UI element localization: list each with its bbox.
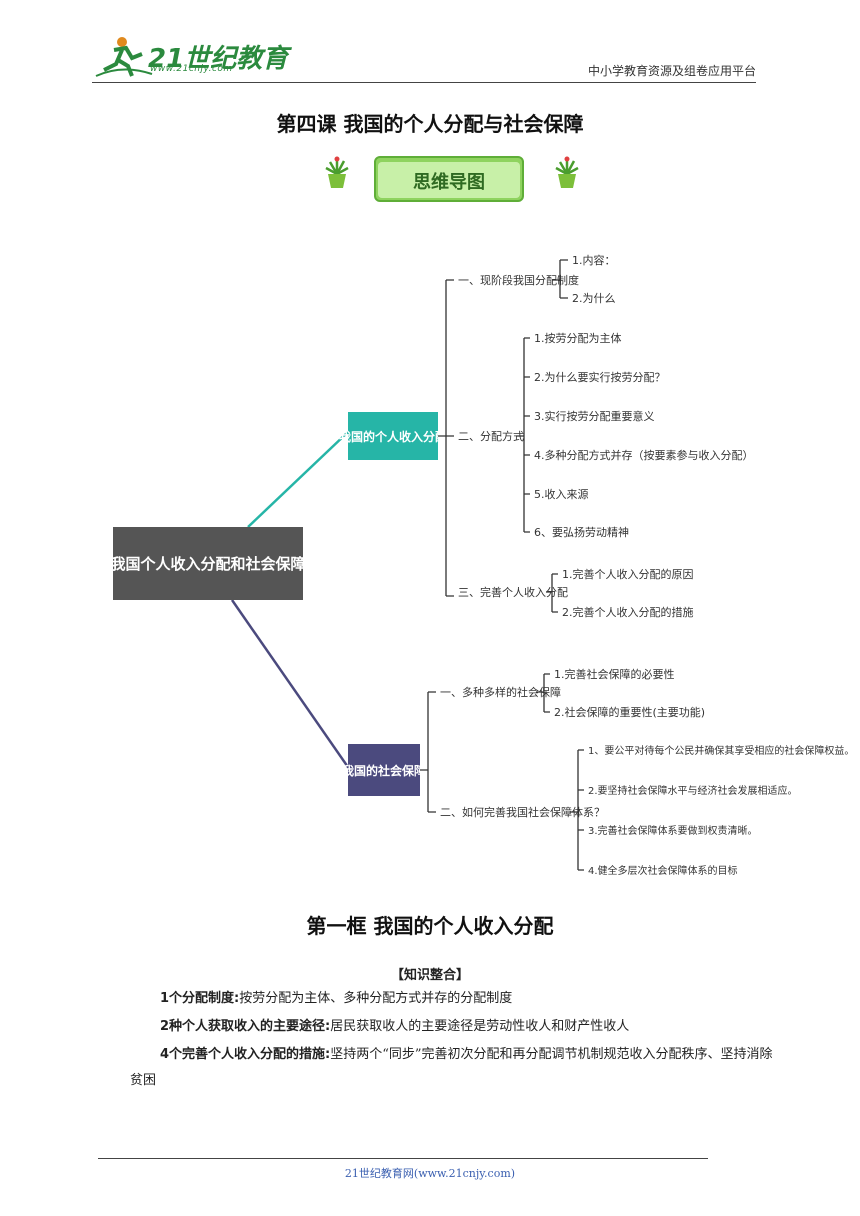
b2-sub1-item: 2.社会保障的重要性(主要功能): [554, 705, 705, 719]
b1-sub1-label: 一、现阶段我国分配制度: [458, 273, 579, 287]
b1-sub2-label: 二、分配方式: [458, 429, 524, 443]
b1-sub3-label: 三、完善个人收入分配: [458, 585, 568, 599]
logo-runner-icon: [95, 37, 153, 77]
b1-sub2-item: 6、要弘扬劳动精神: [534, 525, 629, 539]
page-title: 第四课 我国的个人分配与社会保障: [276, 112, 584, 136]
logo-url: www.21cnjy.com: [150, 64, 233, 74]
para-label: 4个完善个人收入分配的措施:: [160, 1047, 331, 1062]
root-node-label: 我国个人收入分配和社会保障: [110, 555, 305, 573]
connector-branch2: [230, 599, 352, 771]
header-divider: [92, 82, 756, 83]
knowledge-heading: 【知识整合】: [390, 968, 469, 983]
connector-branch1: [247, 431, 349, 528]
mindmap-banner-text: 思维导图: [413, 172, 485, 193]
mind-map: 我国个人收入分配和社会保障 我国的个人收入分配 一、现阶段我国分配制度 二、分配…: [110, 253, 854, 877]
logo-text: 21世纪教育: [148, 44, 289, 74]
branch2-label: 我国的社会保障: [342, 763, 426, 778]
header-platform-name: 中小学教育资源及组卷应用平台: [587, 64, 756, 78]
knowledge-paragraph: 4个完善个人收入分配的措施:坚持两个“同步”完善初次分配和再分配调节机制规范收入…: [130, 1042, 780, 1094]
b2-sub2-label: 二、如何完善我国社会保障体系？: [440, 805, 605, 819]
section-title: 第一框 我国的个人收入分配: [306, 914, 554, 938]
para-label: 2种个人获取收入的主要途径:: [160, 1019, 331, 1034]
branch1-node: [348, 412, 438, 460]
branch2-node: [348, 744, 420, 796]
b2-sub1-label: 一、多种多样的社会保障: [440, 685, 561, 699]
b1-sub2-item: 1.按劳分配为主体: [534, 331, 622, 345]
mindmap-banner-inner: [378, 162, 520, 198]
branch1-label: 我国的个人收入分配: [339, 429, 447, 444]
b2-sub2-item: 4.健全多层次社会保障体系的目标: [588, 864, 738, 877]
b2-sub2-item: 1、要公平对待每个公民并确保其享受相应的社会保障权益。: [588, 744, 854, 757]
para-text: 居民获取收人的主要途径是劳动性收人和财产性收人: [330, 1019, 630, 1034]
b2-sub2-item: 3.完善社会保障体系要做到权责清晰。: [588, 824, 758, 837]
footer-text: 21世纪教育网(www.21cnjy.com): [344, 1167, 516, 1180]
b1-sub3-item: 2.完善个人收入分配的措施: [562, 605, 694, 619]
b1-sub2-item: 2.为什么要实行按劳分配？: [534, 370, 666, 384]
b1-sub3-item: 1.完善个人收入分配的原因: [562, 567, 694, 581]
knowledge-paragraph: 2种个人获取收入的主要途径:居民获取收人的主要途径是劳动性收人和财产性收人: [130, 1014, 780, 1040]
b1-sub1-item: 1.内容：: [572, 253, 616, 267]
plant-icon: [325, 156, 349, 188]
para-text: 坚持两个“同步”完善初次分配和再分配调节机制规范收入分配秩序、坚持消除贫困: [130, 1047, 773, 1088]
b2-sub1-item: 1.完善社会保障的必要性: [554, 667, 675, 681]
footer-divider: [98, 1158, 708, 1159]
b2-sub2-item: 2.要坚持社会保障水平与经济社会发展相适应。: [588, 784, 798, 797]
b1-sub2-item: 4.多种分配方式并存（按要素参与收入分配）: [534, 448, 754, 462]
knowledge-paragraph: 1个分配制度:按劳分配为主体、多种分配方式并存的分配制度: [130, 986, 780, 1012]
b1-sub2-item: 3.实行按劳分配重要意义: [534, 409, 655, 423]
b1-sub1-item: 2.为什么: [572, 292, 616, 305]
plant-icon: [555, 156, 579, 188]
b1-sub2-item: 5.收入来源: [534, 487, 589, 501]
para-text: 按劳分配为主体、多种分配方式并存的分配制度: [239, 991, 513, 1006]
para-label: 1个分配制度:: [160, 991, 240, 1006]
root-node: [113, 527, 303, 600]
